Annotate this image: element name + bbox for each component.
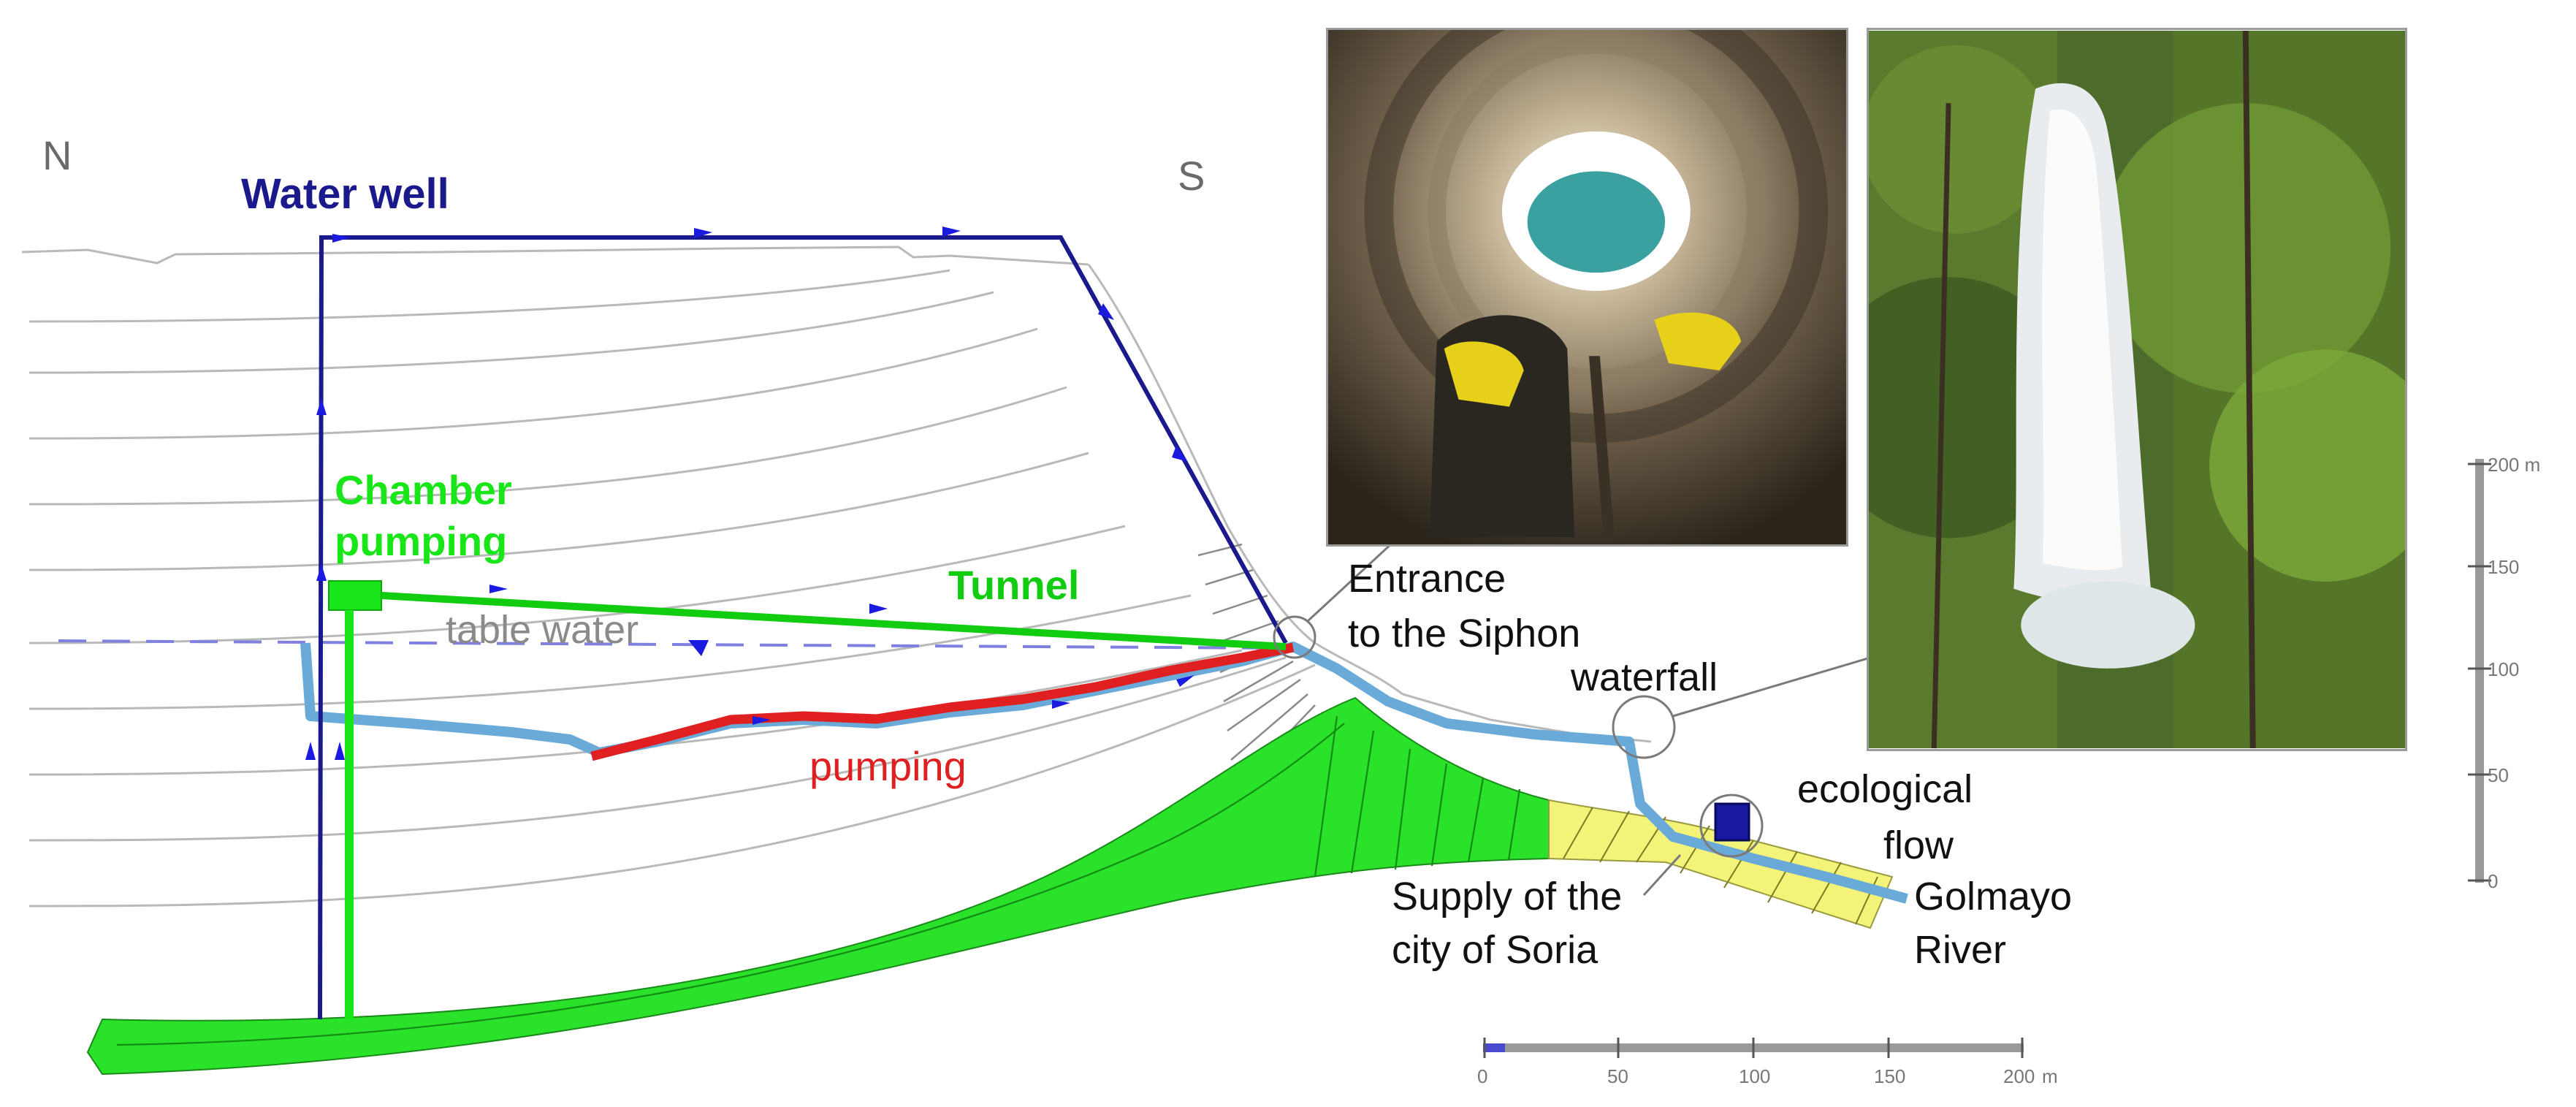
ecological-flow-box — [1714, 802, 1750, 842]
vscale-tick-150: 150 — [2488, 556, 2519, 578]
hscale-tick-50: 50 — [1607, 1065, 1628, 1087]
siphon-entrance-circle — [1273, 615, 1316, 659]
vscale-tick-100: 100 — [2488, 658, 2519, 680]
callouts — [1273, 532, 1871, 897]
waterfall-photo — [1867, 28, 2407, 751]
water-well-label: Water well — [241, 170, 449, 218]
supply-label-line1: Supply of the — [1392, 875, 1622, 918]
hscale-tick-100: 100 — [1739, 1065, 1770, 1087]
hscale-unit: m — [2042, 1065, 2058, 1087]
river-label-line1: Golmayo — [1914, 875, 2072, 918]
horizontal-scale-bar: 0 50 100 150 200 m — [1477, 1038, 2058, 1087]
waterfall-label: waterfall — [1570, 655, 1718, 699]
ecological-flow-circle — [1699, 794, 1764, 858]
pumping-line — [590, 642, 1295, 761]
chamber-and-tunnel — [328, 580, 1287, 1019]
north-label: N — [42, 132, 72, 178]
tunnel-label: Tunnel — [948, 562, 1079, 608]
vscale-tick-50: 50 — [2488, 764, 2509, 786]
hscale-tick-150: 150 — [1874, 1065, 1905, 1087]
table-water-label: table water — [446, 608, 639, 652]
river-label-line2: River — [1914, 928, 2006, 972]
supply-label-line2: city of Soria — [1392, 928, 1598, 972]
vscale-tick-200: 200 m — [2488, 454, 2540, 476]
vscale-tick-0: 0 — [2488, 870, 2498, 892]
chamber-label-line2: pumping — [335, 518, 507, 564]
flow-arrows — [305, 227, 1194, 760]
green-layer-hatching — [116, 715, 1521, 1046]
vertical-scale-bar: 200 m 150 100 50 0 — [2468, 454, 2540, 892]
waterfall-circle — [1612, 695, 1676, 759]
chamber-box — [328, 580, 382, 611]
hscale-tick-0: 0 — [1477, 1065, 1487, 1087]
pumping-label: pumping — [809, 743, 967, 789]
tunnel-line — [381, 592, 1287, 650]
ecological-label-line1: ecological — [1797, 767, 1973, 811]
ecological-label-line2: flow — [1883, 823, 1954, 867]
entrance-label-line2: to the Siphon — [1348, 612, 1580, 655]
water-well-route — [318, 235, 1288, 1020]
table-water-line — [58, 639, 1287, 650]
chamber-label-line1: Chamber — [335, 467, 512, 513]
siphon-cave-photo — [1326, 28, 1848, 547]
entrance-label-line1: Entrance — [1348, 557, 1506, 601]
hscale-tick-200: 200 — [2003, 1065, 2035, 1087]
south-label: S — [1178, 153, 1205, 199]
green-aquifer-layer — [86, 696, 1550, 1076]
strata-lines — [21, 246, 1652, 908]
yellow-layer — [1548, 799, 1894, 929]
